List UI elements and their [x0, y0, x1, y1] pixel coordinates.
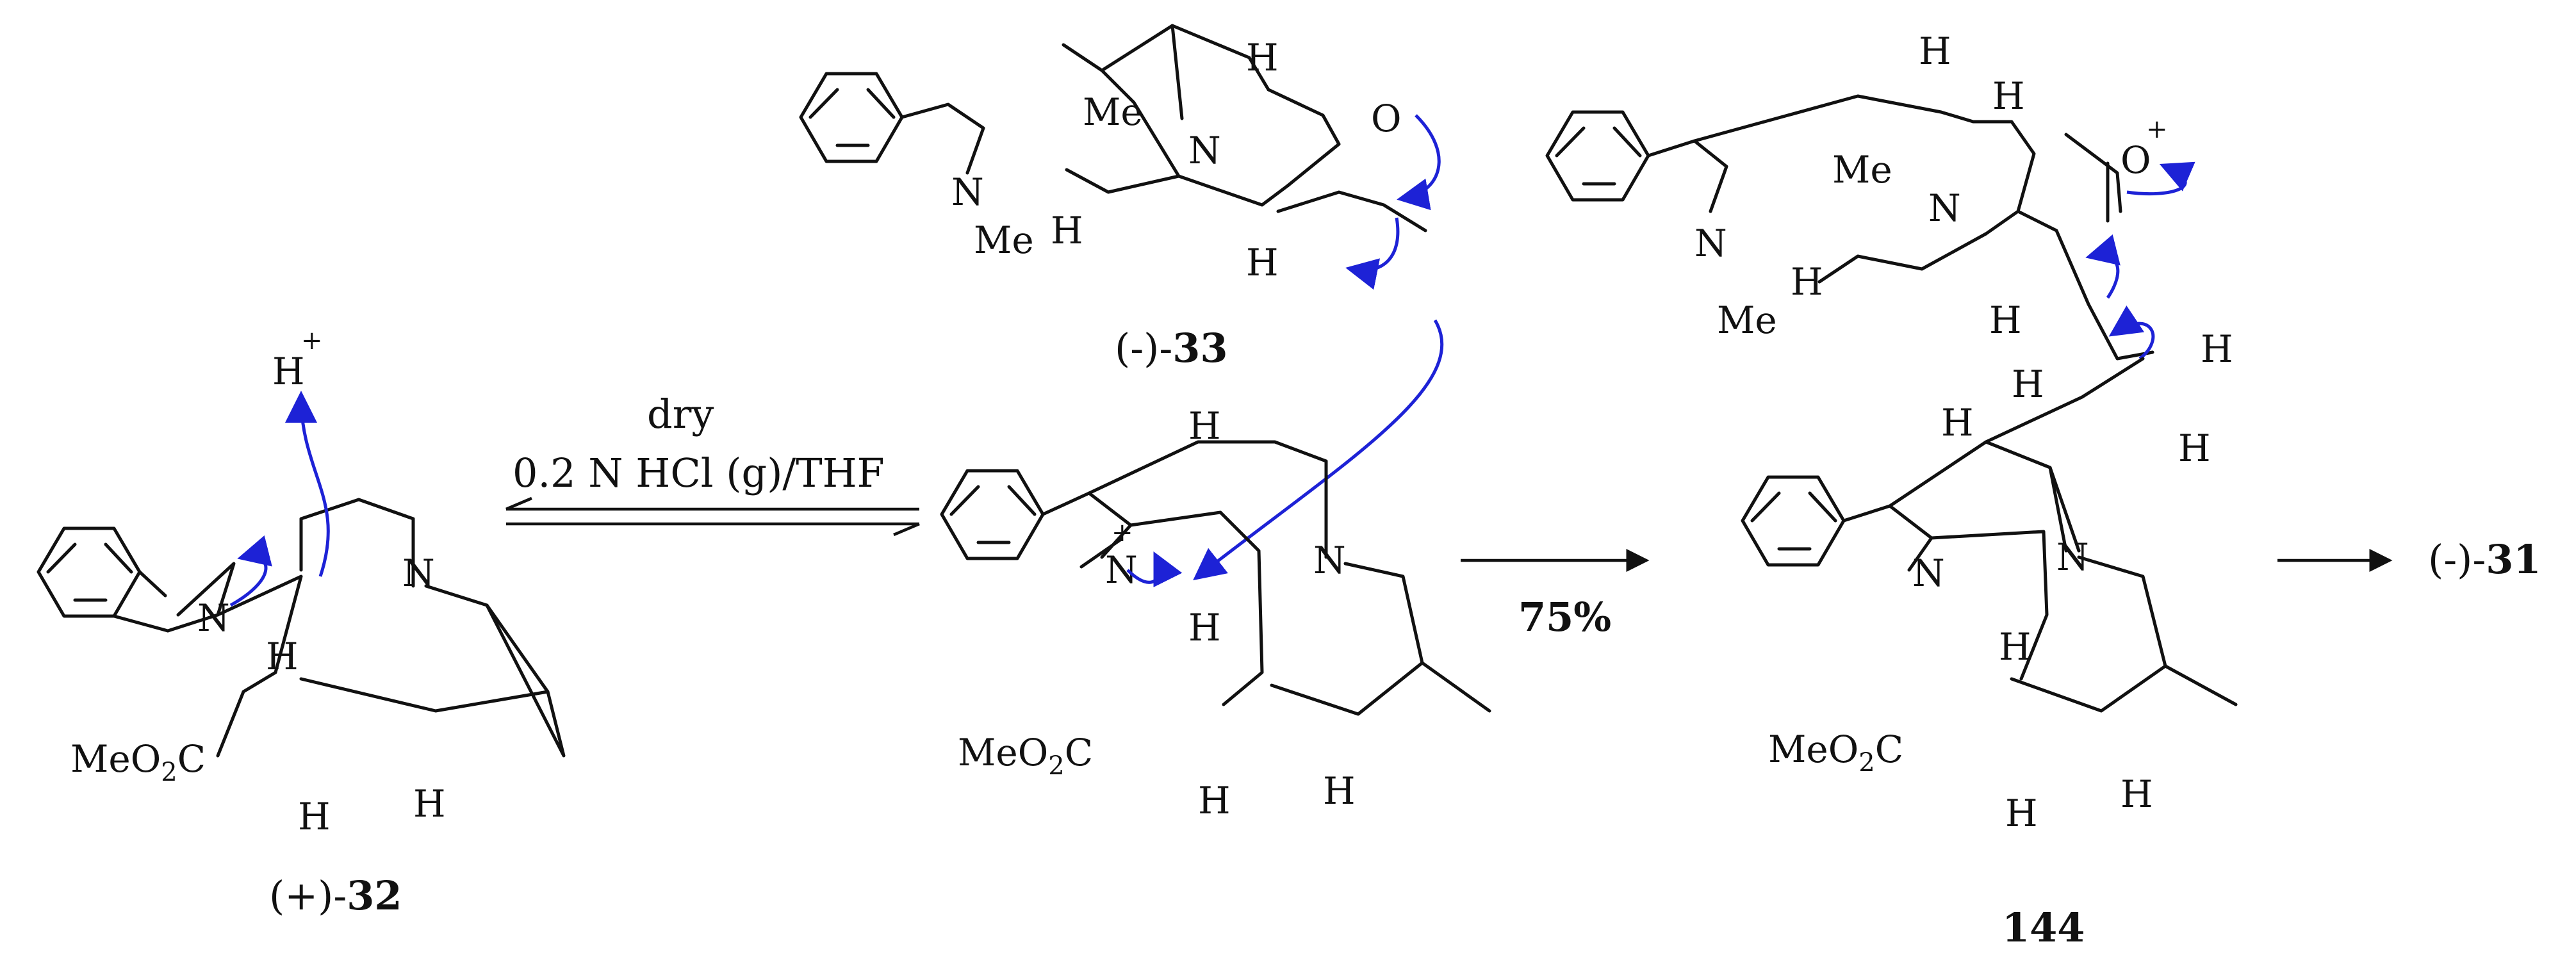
skeleton-oxocarbenium — [1545, 94, 2154, 361]
atom-H-top1: H — [1919, 29, 1951, 73]
skeleton-32 — [37, 498, 566, 758]
atom-N-amine: N — [1188, 129, 1221, 172]
atom-N-indoline: N — [1912, 551, 1945, 595]
ester-MeO: MeO2C — [958, 731, 1093, 781]
atom-labels-iminium: N + N H H H H MeO2C — [958, 404, 1356, 822]
atom-H-bottom: H — [413, 782, 446, 826]
atom-labels-oxocarbenium: N Me Me N H H H H O + H H H — [1694, 29, 2233, 470]
skeleton-33 — [799, 24, 1427, 232]
electron-arrows-33 — [1193, 114, 1444, 581]
atom-N-amine: N — [2056, 535, 2089, 579]
ester-MeO: MeO2C — [70, 737, 206, 787]
iminium-charge: + — [1112, 518, 1133, 548]
atom-N-amine: N — [402, 551, 435, 595]
compound-label-32: (+)-32 — [269, 872, 402, 919]
electron-arrows-oxocarbenium — [2085, 161, 2195, 360]
atom-H-bottom: H — [1323, 769, 1356, 813]
electron-arrow-iminium — [1126, 551, 1183, 587]
atom-H-top: H — [1188, 404, 1221, 448]
compound-label-31: (-)-31 — [2428, 536, 2541, 583]
structure-33: N Me Me N H H H O (-)-33 — [799, 24, 1444, 581]
atom-N-iminium: N — [1105, 548, 1138, 592]
atom-N-indole: N — [951, 170, 984, 214]
atom-labels-144: N N H H H H MeO2C — [1768, 401, 2153, 835]
structure-iminium: N + N H H H H MeO2C — [940, 404, 1491, 822]
skeleton-144 — [1741, 357, 2238, 713]
atom-H-top: H — [1941, 401, 1974, 444]
ester-MeO: MeO2C — [1768, 728, 1903, 778]
reagent-line-2: 0.2 N HCl (g)/THF — [513, 450, 885, 496]
equilibrium-arrows: dry 0.2 N HCl (g)/THF — [505, 391, 920, 537]
atom-H-top: H — [1246, 36, 1279, 79]
structure-oxocarbenium: N Me Me N H H H H O + H H H — [1545, 29, 2233, 470]
atom-H-ring: H — [1188, 606, 1221, 649]
atom-H-left: H — [1051, 209, 1083, 252]
atom-O-pyran: O — [1371, 97, 1402, 140]
atom-Me-indole: Me — [974, 218, 1034, 262]
atom-Me-amine: Me — [1832, 148, 1892, 191]
forward-arrow-1: 75% — [1461, 549, 1650, 640]
atom-labels-33: N Me Me N H H H O — [951, 36, 1402, 284]
atom-H-alpha: H — [2005, 792, 2038, 835]
atom-Me-indole: Me — [1717, 298, 1777, 342]
skeleton-iminium — [940, 440, 1491, 716]
structure-32: N N H + H H H MeO2C (+)-32 — [37, 326, 566, 919]
reagent-line-1: dry — [647, 391, 714, 437]
atom-H-terminal1: H — [2201, 327, 2233, 371]
atom-H-bottom: H — [1989, 298, 2022, 342]
atom-H-alpha: H — [1198, 779, 1231, 822]
electron-arrows-32 — [229, 391, 330, 607]
structure-144: N N H H H H MeO2C 144 — [1741, 357, 2238, 951]
yield-label: 75% — [1518, 594, 1611, 640]
atom-O-oxocarbenium: O — [2121, 138, 2151, 182]
compound-label-144: 144 — [2002, 904, 2085, 951]
atom-H-top2: H — [1992, 74, 2025, 118]
atom-H-proton: H — [272, 350, 305, 393]
oxocarbenium-charge: + — [2146, 115, 2168, 144]
atom-labels-32: N N H + H H H MeO2C — [70, 326, 446, 838]
atom-Me-amine: Me — [1083, 90, 1143, 134]
atom-N-indole: N — [1694, 222, 1727, 265]
atom-H-left: H — [1791, 260, 1823, 304]
atom-N-amine: N — [1928, 186, 1961, 230]
proton-charge: + — [301, 326, 323, 355]
atom-H-vinyl: H — [2012, 362, 2044, 406]
compound-label-33: (-)-33 — [1115, 325, 1228, 371]
atom-N-indole: N — [197, 596, 230, 640]
atom-H-ring: H — [1999, 625, 2031, 669]
atom-H-ring: H — [266, 635, 299, 678]
atom-N-amine: N — [1313, 539, 1346, 582]
atom-H-alpha: H — [298, 795, 331, 838]
atom-H-bottom: H — [1246, 241, 1279, 284]
atom-H-terminal2: H — [2178, 427, 2211, 470]
atom-H-bottom: H — [2121, 772, 2153, 816]
